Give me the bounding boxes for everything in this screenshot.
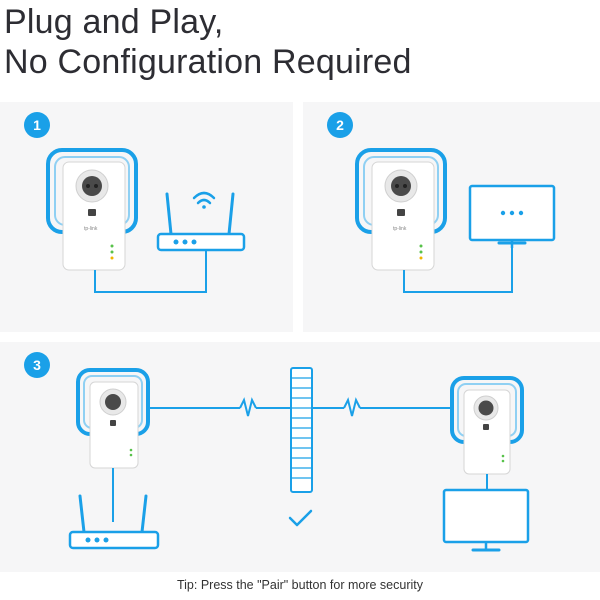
monitor-icon: [468, 184, 556, 248]
wall-icon: [290, 367, 313, 493]
adapter-brand-text: tp-link: [393, 226, 407, 232]
step-3-panel: 3: [0, 342, 600, 572]
wifi-icon: [192, 191, 216, 209]
headline: Plug and Play, No Configuration Required: [4, 2, 412, 82]
headline-line-1: Plug and Play,: [4, 3, 224, 41]
router-icon: [68, 494, 160, 550]
checkmark-icon: [288, 509, 313, 527]
powerline-adapter-icon: [89, 381, 139, 469]
step-2-illustration: tp-link: [355, 148, 556, 293]
step-1-panel: 1 tp-link: [0, 102, 293, 332]
step-3-illustration: [68, 367, 530, 552]
step-2-badge: 2: [327, 112, 353, 138]
powerline-adapter-icon: [463, 389, 511, 475]
powerline-adapter-icon: tp-link: [62, 161, 126, 271]
step-2-panel: 2 tp-link: [303, 102, 600, 332]
router-icon: [156, 192, 246, 252]
step-1-illustration: tp-link: [46, 148, 246, 293]
step-1-badge: 1: [24, 112, 50, 138]
tip-text: Tip: Press the "Pair" button for more se…: [176, 578, 423, 592]
step-3-badge: 3: [24, 352, 50, 378]
headline-line-2: No Configuration Required: [4, 43, 412, 81]
adapter-brand-text: tp-link: [84, 226, 98, 232]
powerline-adapter-icon: tp-link: [371, 161, 435, 271]
monitor-icon: [442, 488, 530, 552]
